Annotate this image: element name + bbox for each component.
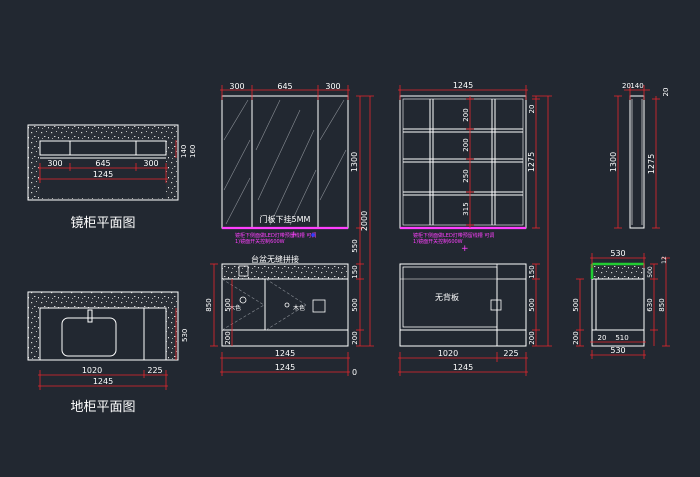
- inner-bottom-a: 1020: [438, 349, 458, 358]
- mirror-plan-dim-b: 645: [95, 159, 110, 168]
- front-bottom-total: 1245: [275, 349, 295, 358]
- front-mirror-cabinet: [221, 95, 349, 229]
- socket: [312, 299, 326, 313]
- side-lower-left2: 200: [572, 331, 580, 344]
- inner-floor-cabinet: [399, 263, 527, 347]
- front-top-b: 645: [277, 82, 292, 91]
- inner-bottom-b: 225: [503, 349, 518, 358]
- floor-plan: 1020 225 1245 530 地柜平面图: [27, 291, 189, 415]
- front-left-lower: 850: [205, 298, 213, 311]
- inner-cross-mark: +: [461, 244, 469, 254]
- inner-right-l1: 150: [528, 265, 536, 278]
- inner-top-total: 1245: [453, 81, 473, 90]
- front-top-a: 300: [229, 82, 244, 91]
- side-elevation: 20 140 20 1300 1275 530 12 500 630 850: [572, 82, 670, 359]
- side-lower-b1: 20: [598, 334, 607, 342]
- floor-plan-dim-b: 225: [147, 366, 162, 375]
- side-right-a: 1300: [609, 152, 618, 172]
- mirror-plan-dim-a: 300: [47, 159, 62, 168]
- side-lower-left: 500: [572, 298, 580, 311]
- front-right-r3: 200: [351, 331, 359, 344]
- floor-plan-dims: [38, 308, 177, 390]
- front-elevation: 门板下挂5MM 镜柜下侧面做LED灯带预留线槽 可调 1)镜面开关控制600W …: [205, 82, 374, 377]
- side-top-b: 140: [630, 82, 643, 90]
- front-note2: 1)镜面开关控制600W: [235, 238, 285, 245]
- inner-note1: 镜柜下侧面做LED灯带预留线槽 可调: [413, 232, 494, 239]
- mirror-plan-cabinet: [39, 140, 167, 156]
- mirror-plan-dim-side2: 160: [189, 145, 197, 158]
- side-lower-right1: 12: [661, 256, 668, 264]
- inner-shelf-1: 200: [462, 108, 470, 121]
- inner-shelf-3: 250: [462, 169, 470, 182]
- floor-plan-dim-a: 1020: [82, 366, 102, 375]
- front-bottom-total2: 1245: [275, 363, 295, 372]
- no-back-label: 无背板: [435, 292, 459, 302]
- faucet: [87, 309, 93, 323]
- front-right-r1: 150: [351, 265, 359, 278]
- inner-dims: [398, 85, 552, 376]
- inner-shelf-4: 315: [462, 202, 470, 215]
- inner-right-l3: 200: [528, 331, 536, 344]
- mirror-plan-title: 镜柜平面图: [70, 216, 135, 231]
- inner-note2: 1)镜面开关控制600W: [413, 238, 463, 245]
- side-lower-dims: [576, 253, 670, 359]
- inner-bottom-total: 1245: [453, 363, 473, 372]
- side-top-dims: [614, 85, 660, 229]
- side-lower-right3: 630: [646, 298, 654, 311]
- side-right-b: 1275: [647, 154, 656, 174]
- front-right-overall: 2000: [360, 211, 369, 231]
- front-basin-label: 台盆无缝拼接: [251, 254, 299, 264]
- side-lower-right2: 500: [647, 266, 654, 278]
- floor-plan-dim-side: 530: [181, 329, 189, 342]
- blue-marker: [311, 233, 315, 237]
- mirror-plan-dim-side1: 140: [180, 145, 188, 158]
- front-left-i2: 200: [224, 331, 232, 344]
- front-top-dims: [210, 85, 374, 376]
- inner-right-l2: 500: [528, 298, 536, 311]
- inner-shelves: [403, 99, 523, 225]
- inner-right-overall: 1275: [527, 152, 536, 172]
- door-swing-lines: [221, 278, 307, 331]
- side-top-a: 20: [622, 82, 631, 90]
- mirror-plan-dims: [38, 140, 177, 183]
- side-mirror-cabinet: [629, 95, 645, 229]
- floor-plan-title: 地柜平面图: [70, 400, 135, 415]
- mirror-hatch: [223, 99, 347, 226]
- inner-socket: [490, 299, 502, 311]
- front-left-i1: 500: [224, 298, 232, 311]
- front-door-label: 门板下挂5MM: [260, 214, 311, 224]
- side-top-c: 20: [662, 88, 670, 97]
- side-countertop: [591, 263, 645, 280]
- front-right-gap: 550: [351, 239, 359, 252]
- mirror-plan-dim-c: 300: [143, 159, 158, 168]
- inner-shelf-2: 200: [462, 138, 470, 151]
- side-lower-right4: 850: [658, 298, 666, 311]
- side-lower-b2: 510: [615, 334, 628, 342]
- mirror-plan-dim-total: 1245: [93, 170, 113, 179]
- basin-outline: [61, 317, 117, 357]
- side-lower-top: 530: [610, 249, 625, 258]
- front-bottom-zero: 0: [352, 368, 357, 377]
- side-lower-total: 530: [610, 346, 625, 355]
- cross-mark: +: [290, 230, 298, 240]
- floor-plan-cabinet: [39, 307, 167, 361]
- front-right-r2: 500: [351, 298, 359, 311]
- wood-label-2: 木色: [293, 304, 305, 312]
- wood-label-1: 木色: [229, 304, 241, 312]
- floor-plan-dim-total: 1245: [93, 377, 113, 386]
- mirror-plan: 300 645 300 1245 140 160 镜柜平面图: [27, 124, 197, 231]
- inner-right-top: 20: [528, 105, 536, 114]
- front-note1: 镜柜下侧面做LED灯带预留线槽 可调: [235, 232, 316, 239]
- front-right-top: 1300: [350, 152, 359, 172]
- inner-elevation: 镜柜下侧面做LED灯带预留线槽 可调 1)镜面开关控制600W + 无背板 12…: [398, 81, 552, 376]
- front-top-c: 300: [325, 82, 340, 91]
